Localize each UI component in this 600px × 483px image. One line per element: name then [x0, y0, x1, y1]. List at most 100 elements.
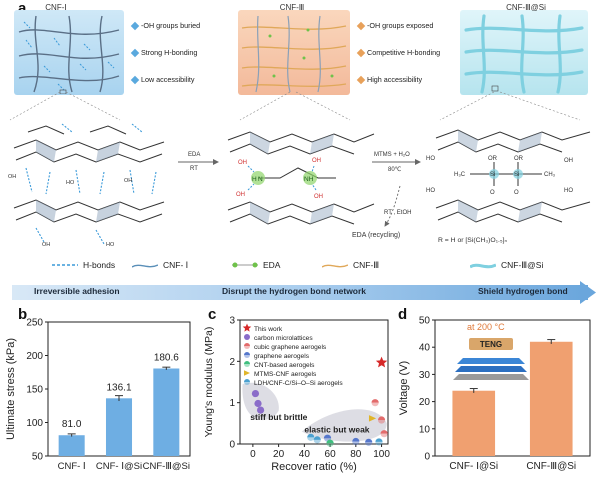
- y-tick-label: 50: [419, 316, 431, 327]
- y-tick-label: 40: [419, 343, 431, 354]
- plot-frame: [239, 319, 389, 445]
- inset-device-label: TENG: [480, 340, 502, 349]
- legend-cnf3si: CNF-Ⅲ@Si: [470, 260, 543, 271]
- data-point: [256, 406, 265, 414]
- legend-label: LDH/CNF-C/Si–O–Si aerogels: [254, 380, 343, 387]
- y-tick-label: 250: [26, 318, 43, 329]
- teng-layer: [455, 366, 527, 372]
- svg-text:N: N: [258, 176, 263, 183]
- y-axis-label: Voltage (V): [398, 361, 410, 415]
- cnf1-bullet-3: Low accessibility: [141, 75, 195, 84]
- legend-hbonds-label: H-bonds: [83, 260, 116, 270]
- svg-text:OR: OR: [488, 156, 498, 162]
- data-point: [365, 438, 373, 443]
- banner-mid-text: Disrupt the hydrogen bond network: [222, 286, 367, 296]
- legend-marker: [242, 323, 252, 332]
- data-point: [307, 433, 315, 438]
- zoom-guide-lines: [9, 91, 581, 121]
- legend-marker: [244, 361, 250, 364]
- x-tick-label: 80: [350, 449, 362, 460]
- data-point: [313, 436, 321, 440]
- cnf1-bullet-1: -OH groups buried: [141, 21, 201, 30]
- recycle-condition: RT , EtOH: [384, 210, 412, 216]
- cnf3si-title: CNF-Ⅲ@Si: [506, 3, 546, 12]
- banner-left-text: Irreversible adhesion: [34, 286, 120, 296]
- svg-text:H₃C: H₃C: [454, 172, 466, 178]
- data-point: [326, 439, 334, 444]
- legend-cnf3si-label: CNF-Ⅲ@Si: [501, 260, 544, 270]
- y-tick-label: 0: [229, 440, 235, 451]
- y-tick-label: 2: [229, 357, 235, 368]
- svg-text:O: O: [514, 190, 519, 196]
- bar: [58, 435, 85, 456]
- legend-label: graphene aerogels: [254, 353, 310, 360]
- svg-text:O: O: [490, 190, 495, 196]
- svg-text:OH: OH: [238, 160, 247, 166]
- teng-base: [453, 374, 529, 380]
- legend-eda-label: EDA: [263, 260, 281, 270]
- teng-top-plate: [469, 338, 513, 350]
- data-point-lower: [375, 441, 383, 446]
- data-point-lower: [371, 402, 379, 407]
- arrow2-reagent: MTMS + H₂O: [374, 152, 410, 158]
- legend-cnf1-label: CNF- Ⅰ: [163, 260, 189, 270]
- cnf3-network-drawing: [241, 15, 347, 93]
- cnf3-bullets: -OH groups exposed Competitive H-bonding…: [356, 20, 441, 85]
- legend-marker: [244, 352, 250, 355]
- data-point-lower: [326, 443, 334, 447]
- cnf1-network-drawing: [18, 15, 120, 94]
- legend-cnf3-label: CNF-Ⅲ: [353, 260, 380, 270]
- y-tick-label: 0: [424, 452, 430, 463]
- svg-text:Si: Si: [514, 172, 519, 178]
- cnf3-bullet-1: -OH groups exposed: [367, 21, 434, 30]
- svg-text:OH: OH: [124, 178, 132, 184]
- cnf3si-network-drawing: [464, 14, 584, 94]
- x-tick-label: CNF- Ⅰ: [58, 461, 86, 472]
- svg-text:OR: OR: [514, 156, 524, 162]
- y-tick-label: 20: [419, 397, 431, 408]
- svg-text:OH: OH: [564, 158, 573, 164]
- legend-marker: [244, 343, 250, 346]
- legend-cnf1: CNF- Ⅰ: [132, 260, 188, 271]
- banner-arrow-head: [580, 281, 596, 304]
- svg-text:HO: HO: [564, 188, 573, 194]
- data-point: [251, 389, 260, 398]
- svg-text:Si: Si: [490, 172, 495, 178]
- eda-molecule-icon: [232, 262, 258, 268]
- y-tick-label: 10: [419, 424, 431, 435]
- data-point: [377, 416, 386, 421]
- data-point: [254, 399, 262, 408]
- x-tick-label: CNF- Ⅰ@Si: [449, 461, 498, 472]
- legend-marker-lower: [244, 364, 250, 367]
- cnf3-line-icon: [322, 263, 348, 268]
- data-point-lower: [365, 442, 373, 446]
- data-label: 180.6: [154, 352, 179, 363]
- svg-text:OH: OH: [236, 192, 245, 198]
- data-point: [371, 399, 379, 403]
- data-point: [380, 430, 388, 434]
- data-point-lower: [313, 439, 321, 444]
- data-point: [375, 356, 388, 368]
- hbond-dash-icon: [52, 264, 78, 266]
- y-tick-label: 1: [229, 398, 235, 409]
- x-axis-label: Recover ratio (%): [271, 461, 357, 473]
- x-tick-label: 20: [273, 449, 285, 460]
- cnf3-bullet-2: Competitive H-bonding: [367, 48, 441, 57]
- inset-temperature: at 200 °C: [467, 322, 505, 332]
- panel-d-label: d: [398, 306, 408, 323]
- bar: [105, 398, 133, 456]
- legend-label: This work: [254, 326, 283, 333]
- data-label: 136.1: [106, 382, 131, 393]
- legend-label: MTMS-CNF aerogels: [254, 371, 317, 378]
- teng-layer: [457, 358, 525, 364]
- data-point-lower: [307, 437, 315, 441]
- y-tick-label: 100: [26, 418, 43, 429]
- data-point: [368, 415, 377, 422]
- y-axis-label: Ultimate stress (kPa): [5, 338, 17, 440]
- data-label: 81.0: [62, 419, 82, 430]
- legend-marker-lower: [244, 382, 250, 385]
